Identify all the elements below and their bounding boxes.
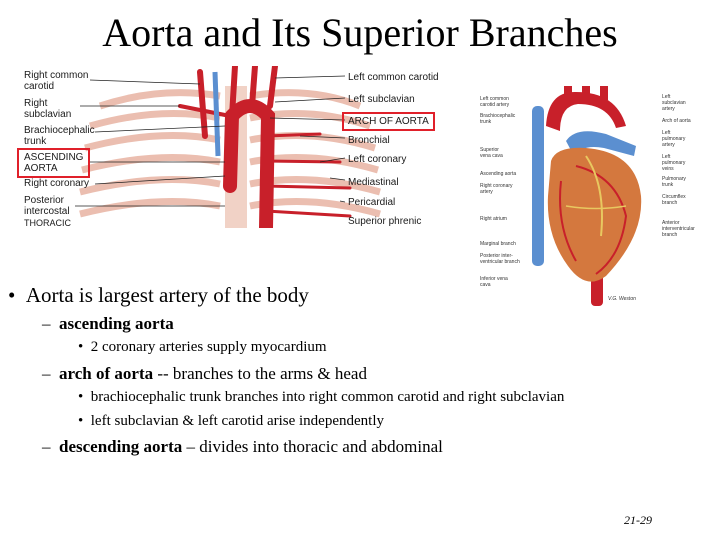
heart-artist-signature: V.G. Weston — [608, 296, 636, 302]
label-thoracic: THORACIC — [24, 219, 71, 228]
label-left-coronary: Left coronary — [348, 154, 407, 165]
heart-label-vena-cava: vena cava — [480, 153, 503, 159]
heart-label-veins: veins — [662, 166, 674, 172]
label-arch-of-aorta: ARCH OF AORTA — [342, 112, 435, 131]
heart-illustration — [532, 86, 642, 306]
label-aorta: AORTA — [24, 163, 58, 174]
label-trunk: trunk — [24, 136, 47, 147]
heart-label-artery-2: artery — [662, 106, 675, 112]
heart-label-left-1: Left — [662, 94, 671, 100]
heart-label-left-3: Left — [662, 154, 671, 160]
bullet-dash-icon: – — [42, 314, 51, 333]
bullet-level1: • Aorta is largest artery of the body — [8, 283, 309, 308]
bullet-left-subclavian: • left subclavian & left carotid arise i… — [78, 413, 384, 430]
label-mediastinal: Mediastinal — [348, 177, 399, 188]
heart-label-trunk: trunk — [480, 119, 492, 125]
label-right: Right — [24, 98, 48, 109]
bullet-text: – divides into thoracic and abdominal — [182, 437, 443, 456]
bullet-text: Aorta is largest artery of the body — [25, 283, 309, 307]
label-ascending: ASCENDING — [24, 152, 84, 163]
label-subclavian: subclavian — [24, 109, 72, 120]
heart-label-superior: Superior — [480, 147, 499, 153]
heart-label-pulmonary: pulmonary — [662, 136, 686, 142]
page-number: 21-29 — [624, 513, 652, 527]
heart-label-interventricular: interventricular — [662, 226, 695, 232]
heart-label-pulmonary-2: pulmonary — [662, 160, 686, 166]
bullet-dot-icon: • — [78, 413, 84, 429]
bullet-bold-text: arch of aorta — [59, 364, 154, 383]
label-left-common-carotid: Left common carotid — [348, 72, 439, 83]
bullet-dot-icon: • — [78, 389, 84, 405]
heart-label-branch: branch — [662, 200, 678, 206]
bullet-text: left subclavian & left carotid arise ind… — [90, 413, 384, 429]
heart-label-artery-3: artery — [662, 142, 675, 148]
heart-label-subclavian: subclavian — [662, 100, 686, 106]
heart-label-brachiocephalic: Brachiocephalic — [480, 113, 516, 119]
label-intercostal: intercostal — [24, 206, 70, 217]
bullet-dot-icon: • — [78, 339, 84, 355]
bullet-ascending-aorta: – ascending aorta — [42, 314, 174, 334]
label-pericardial: Pericardial — [348, 197, 396, 208]
bullet-text: brachiocephalic trunk branches into righ… — [90, 389, 565, 405]
slide-title: Aorta and Its Superior Branches — [102, 10, 618, 55]
bullet-descending-aorta: – descending aorta – divides into thorac… — [42, 437, 443, 457]
bullet-bold-text: ascending aorta — [59, 314, 174, 333]
bullet-dash-icon: – — [42, 437, 51, 456]
heart-label-posterior-inter: Posterior inter- — [480, 253, 513, 259]
heart-label-trunk-2: trunk — [662, 182, 674, 188]
heart-label-right-atrium: Right atrium — [480, 216, 507, 222]
heart-label-circumflex: Circumflex — [662, 194, 686, 200]
label-posterior: Posterior — [24, 195, 65, 206]
ascending-aorta-box: ASCENDING AORTA — [16, 148, 91, 178]
heart-label-artery: artery — [480, 189, 493, 195]
heart-label-marginal-branch: Marginal branch — [480, 241, 516, 247]
aorta-diagram — [20, 66, 450, 228]
heart-label-branch-2: branch — [662, 232, 678, 238]
heart-label-ascending-aorta: Ascending aorta — [480, 171, 517, 177]
bullet-coronary-arteries: • 2 coronary arteries supply myocardium — [78, 339, 327, 356]
heart-label-arch-of-aorta: Arch of aorta — [662, 118, 691, 124]
heart-label-anterior: Anterior — [662, 220, 680, 226]
bullet-text: 2 coronary arteries supply myocardium — [90, 339, 327, 355]
label-brachiocephalic: Brachiocephalic — [24, 125, 95, 136]
label-bronchial: Bronchial — [348, 135, 390, 146]
label-carotid: carotid — [24, 81, 55, 92]
label-left-subclavian: Left subclavian — [348, 94, 415, 105]
heart-label-carotid-artery: carotid artery — [480, 102, 510, 108]
bullet-text: -- branches to the arms & head — [153, 364, 367, 383]
label-superior-phrenic: Superior phrenic — [348, 216, 422, 227]
heart-diagram — [476, 86, 672, 308]
bullet-bold-text: descending aorta — [59, 437, 183, 456]
aorta-illustration — [75, 66, 381, 228]
label-right-common: Right common — [24, 70, 89, 81]
heart-label-inferior-vena: Inferior vena — [480, 276, 508, 282]
heart-label-left-common: Left common — [480, 96, 509, 102]
bullet-brachiocephalic: • brachiocephalic trunk branches into ri… — [78, 389, 564, 406]
bullet-dot-icon: • — [8, 283, 16, 307]
label-right-coronary: Right coronary — [24, 178, 90, 189]
bullet-dash-icon: – — [42, 364, 51, 383]
heart-label-pulmonary-trunk: Pulmonary — [662, 176, 686, 182]
heart-label-cava: cava — [480, 282, 491, 288]
heart-label-left-2: Left — [662, 130, 671, 136]
heart-label-ventricular-branch: ventricular branch — [480, 259, 520, 265]
heart-label-right-coronary: Right coronary — [480, 183, 513, 189]
bullet-arch-of-aorta: – arch of aorta -- branches to the arms … — [42, 364, 367, 384]
